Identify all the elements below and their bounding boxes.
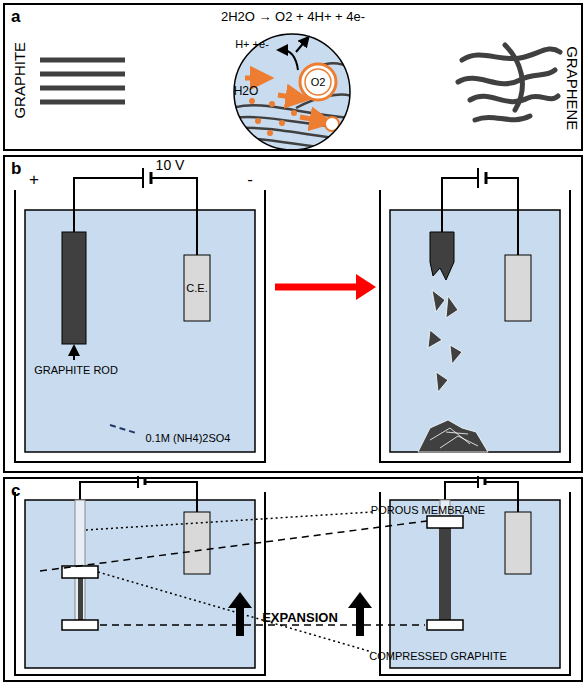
species-label: H+ +e- [235, 38, 269, 50]
panel-letter: c [11, 481, 20, 501]
polarity-sign: - [247, 171, 253, 190]
panel-frame: b [3, 155, 583, 473]
cell-c-before [15, 476, 265, 675]
voltage-label: 10 V [156, 158, 185, 173]
part-label: POROUS MEMBRANE [371, 504, 485, 516]
process-arrow-head [356, 274, 376, 300]
part-label: GRAPHITE ROD [34, 364, 118, 376]
material-label: GRAPHENE [564, 46, 581, 130]
process-arrow [275, 284, 360, 291]
graphene-sheets [458, 45, 560, 120]
process-label: EXPANSION [262, 611, 338, 625]
panel-letter: a [11, 7, 20, 27]
polarity-sign: + [29, 171, 39, 190]
part-label: COMPRESSED GRAPHITE [369, 650, 507, 662]
level-guides [40, 521, 427, 625]
species-label: O2 [311, 76, 326, 88]
leader-lines [86, 512, 372, 652]
exfoliation-zoom [232, 34, 352, 150]
cell-after [380, 168, 570, 462]
graphite-layers [40, 60, 125, 102]
expansion-arrows [228, 592, 372, 636]
panel-frame: a [3, 3, 583, 151]
panel-letter: b [11, 159, 21, 179]
electrolyte-label: 0.1M (NH4)2SO4 [146, 432, 231, 444]
reaction-equation: 2H2O → O2 + 4H+ + 4e- [221, 10, 365, 24]
part-label: C.E. [186, 282, 207, 294]
species-label: H2O [234, 85, 259, 98]
material-label: GRAPHITE [12, 42, 29, 119]
cell-before [15, 168, 265, 462]
